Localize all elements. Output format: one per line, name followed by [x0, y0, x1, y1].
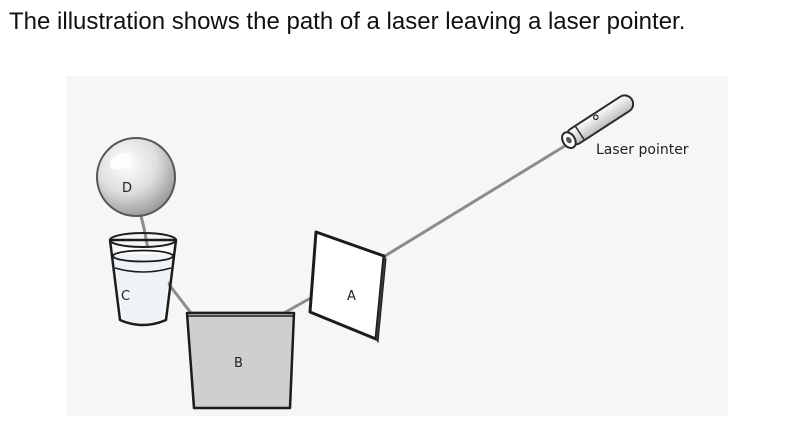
question-caption: The illustration shows the path of a las…: [9, 8, 686, 35]
label-a: A: [347, 289, 356, 304]
label-b: B: [234, 356, 243, 371]
block-b: [185, 311, 296, 410]
mirror-a: [308, 230, 387, 344]
laser-pointer-label: Laser pointer: [596, 142, 689, 158]
label-c: C: [121, 289, 130, 304]
sphere-d: [96, 137, 176, 217]
label-d: D: [122, 181, 132, 196]
laser-pointer: [561, 94, 635, 149]
glass-c: [108, 232, 178, 327]
